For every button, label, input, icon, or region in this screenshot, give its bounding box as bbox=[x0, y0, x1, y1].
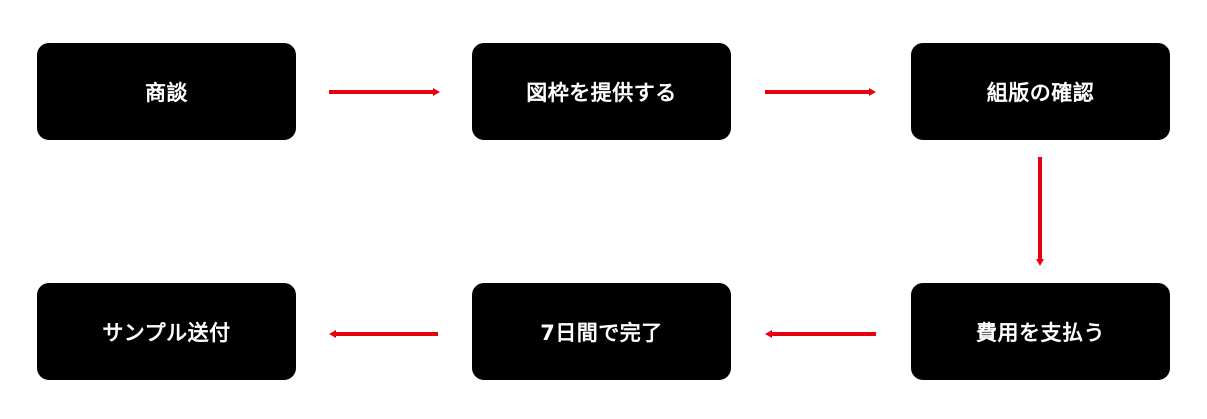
step-label: 商談 bbox=[145, 80, 188, 105]
step-label: 7日間で完了 bbox=[540, 320, 663, 345]
step-box-negotiation: 商談 bbox=[37, 43, 296, 140]
step-box-provide-frame: 図枠を提供する bbox=[472, 43, 731, 140]
step-label: 費用を支払う bbox=[976, 320, 1105, 345]
step-box-send-sample: サンプル送付 bbox=[37, 283, 296, 380]
step-box-typesetting-check: 組版の確認 bbox=[911, 43, 1170, 140]
arrow-left-1 bbox=[765, 330, 876, 338]
step-label: サンプル送付 bbox=[102, 320, 231, 345]
step-label: 図枠を提供する bbox=[526, 80, 677, 105]
step-box-complete-in-7-days: 7日間で完了 bbox=[472, 283, 731, 380]
arrow-right-1 bbox=[329, 88, 440, 96]
step-label: 組版の確認 bbox=[986, 80, 1095, 105]
arrow-right-2 bbox=[765, 88, 876, 96]
arrow-down bbox=[1036, 157, 1044, 266]
arrow-left-2 bbox=[329, 330, 438, 338]
step-box-payment: 費用を支払う bbox=[911, 283, 1170, 380]
